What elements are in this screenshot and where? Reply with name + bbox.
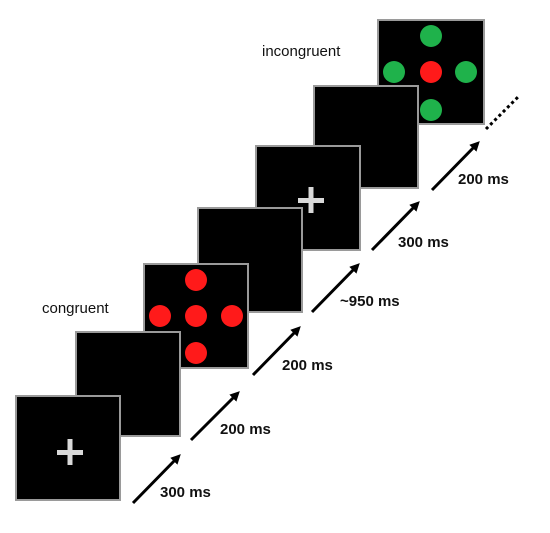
- red-dot-top: [185, 269, 207, 291]
- red-dot-center: [420, 61, 442, 83]
- incongruent-label: incongruent: [262, 43, 341, 60]
- timeline-continuation-dots: [484, 95, 520, 131]
- screen-1-fixation: [15, 395, 121, 501]
- green-dot-right: [455, 61, 477, 83]
- red-dot-center: [185, 305, 207, 327]
- timeline-arrow-3: [251, 326, 301, 377]
- red-dot-right: [221, 305, 243, 327]
- duration-label-4: ~950 ms: [340, 293, 400, 310]
- duration-label-5: 300 ms: [398, 234, 449, 251]
- duration-label-2: 200 ms: [220, 421, 271, 438]
- red-dot-left: [149, 305, 171, 327]
- green-dot-left: [383, 61, 405, 83]
- duration-label-1: 300 ms: [160, 484, 211, 501]
- fixation-cross-icon: [298, 187, 324, 213]
- fixation-cross-icon: [57, 439, 83, 465]
- congruent-label: congruent: [42, 300, 110, 317]
- timeline-arrow-2: [189, 391, 240, 442]
- timeline-arrow-4: [310, 263, 360, 314]
- green-dot-bottom: [420, 99, 442, 121]
- duration-label-3: 200 ms: [282, 357, 333, 374]
- timeline-arrow-5: [370, 201, 420, 252]
- red-dot-bottom: [185, 342, 207, 364]
- timeline-arrow-1: [131, 454, 181, 505]
- green-dot-top: [420, 25, 442, 47]
- timeline-arrow-6: [430, 141, 480, 192]
- duration-label-6: 200 ms: [458, 171, 509, 188]
